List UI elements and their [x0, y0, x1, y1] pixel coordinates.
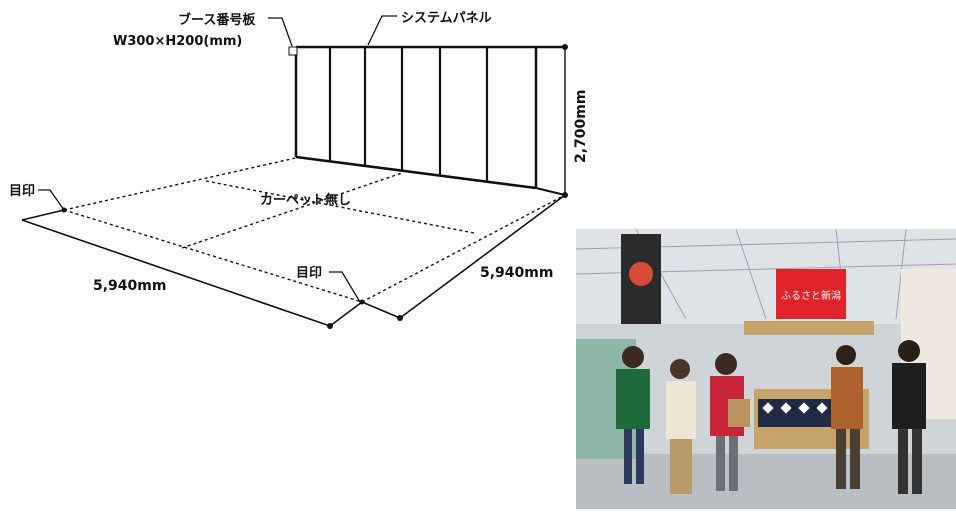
marker-left-label: 目印: [9, 184, 35, 199]
width-right-label: 5,940mm: [480, 265, 553, 281]
system-panel-wall: [294, 45, 566, 196]
booth-banner-title: ふるさと新潟: [781, 289, 841, 302]
poster-face: [629, 262, 653, 286]
carpet-note-label: カーペット無し: [260, 192, 351, 208]
booth-plate-size-label: W300×H200(mm): [113, 34, 242, 49]
vertex-dots: [61, 44, 568, 329]
marker-bottom-label: 目印: [296, 266, 322, 281]
floor-outline: [21, 194, 566, 327]
floor-dotted-guides: [63, 156, 566, 303]
width-left-label: 5,940mm: [93, 278, 166, 294]
leader-lines: [38, 15, 397, 303]
booth-counter-top: [744, 321, 874, 335]
system-panel-label: システムパネル: [401, 11, 492, 26]
height-dimension-label: 2,700mm: [573, 90, 589, 163]
booth-banner: [776, 269, 846, 319]
booth-event-photo: ふるさと新潟: [576, 229, 956, 509]
booth-photo-illustration: ふるさと新潟: [576, 229, 956, 509]
booth-number-plate: [288, 46, 298, 56]
group-of-people: [616, 340, 926, 494]
booth-plate-label: ブース番号板: [178, 12, 256, 28]
